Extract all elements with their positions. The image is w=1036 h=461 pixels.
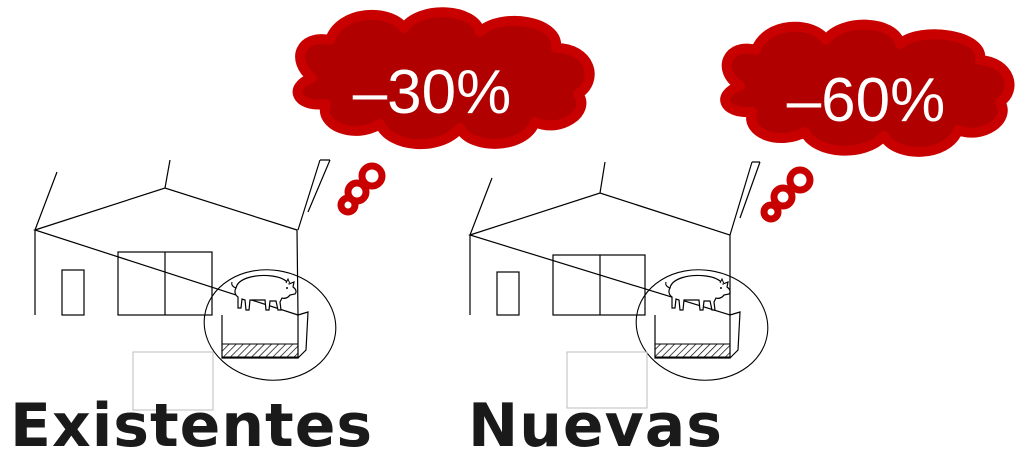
- highlight-circle: [635, 269, 769, 381]
- pig-icon: [231, 274, 297, 311]
- label-existentes: Existentes: [10, 391, 374, 461]
- blank-box: [132, 351, 214, 411]
- thought-cloud-icon: [720, 19, 1015, 157]
- reduction-label-nuevas: –60%: [787, 66, 946, 135]
- label-nuevas: Nuevas: [468, 391, 723, 461]
- slurry-pit-icon: [221, 343, 299, 358]
- blank-box: [566, 351, 648, 409]
- barn-nuevas: [468, 161, 769, 409]
- barn-existentes: [33, 159, 337, 411]
- reduction-label-existentes: –30%: [353, 58, 512, 127]
- thought-cloud-existentes: –30%: [292, 7, 595, 216]
- thought-cloud-nuevas: –60%: [720, 19, 1015, 223]
- thought-cloud-icon: [292, 7, 595, 150]
- slurry-pit-icon: [654, 343, 731, 358]
- highlight-circle: [203, 269, 337, 381]
